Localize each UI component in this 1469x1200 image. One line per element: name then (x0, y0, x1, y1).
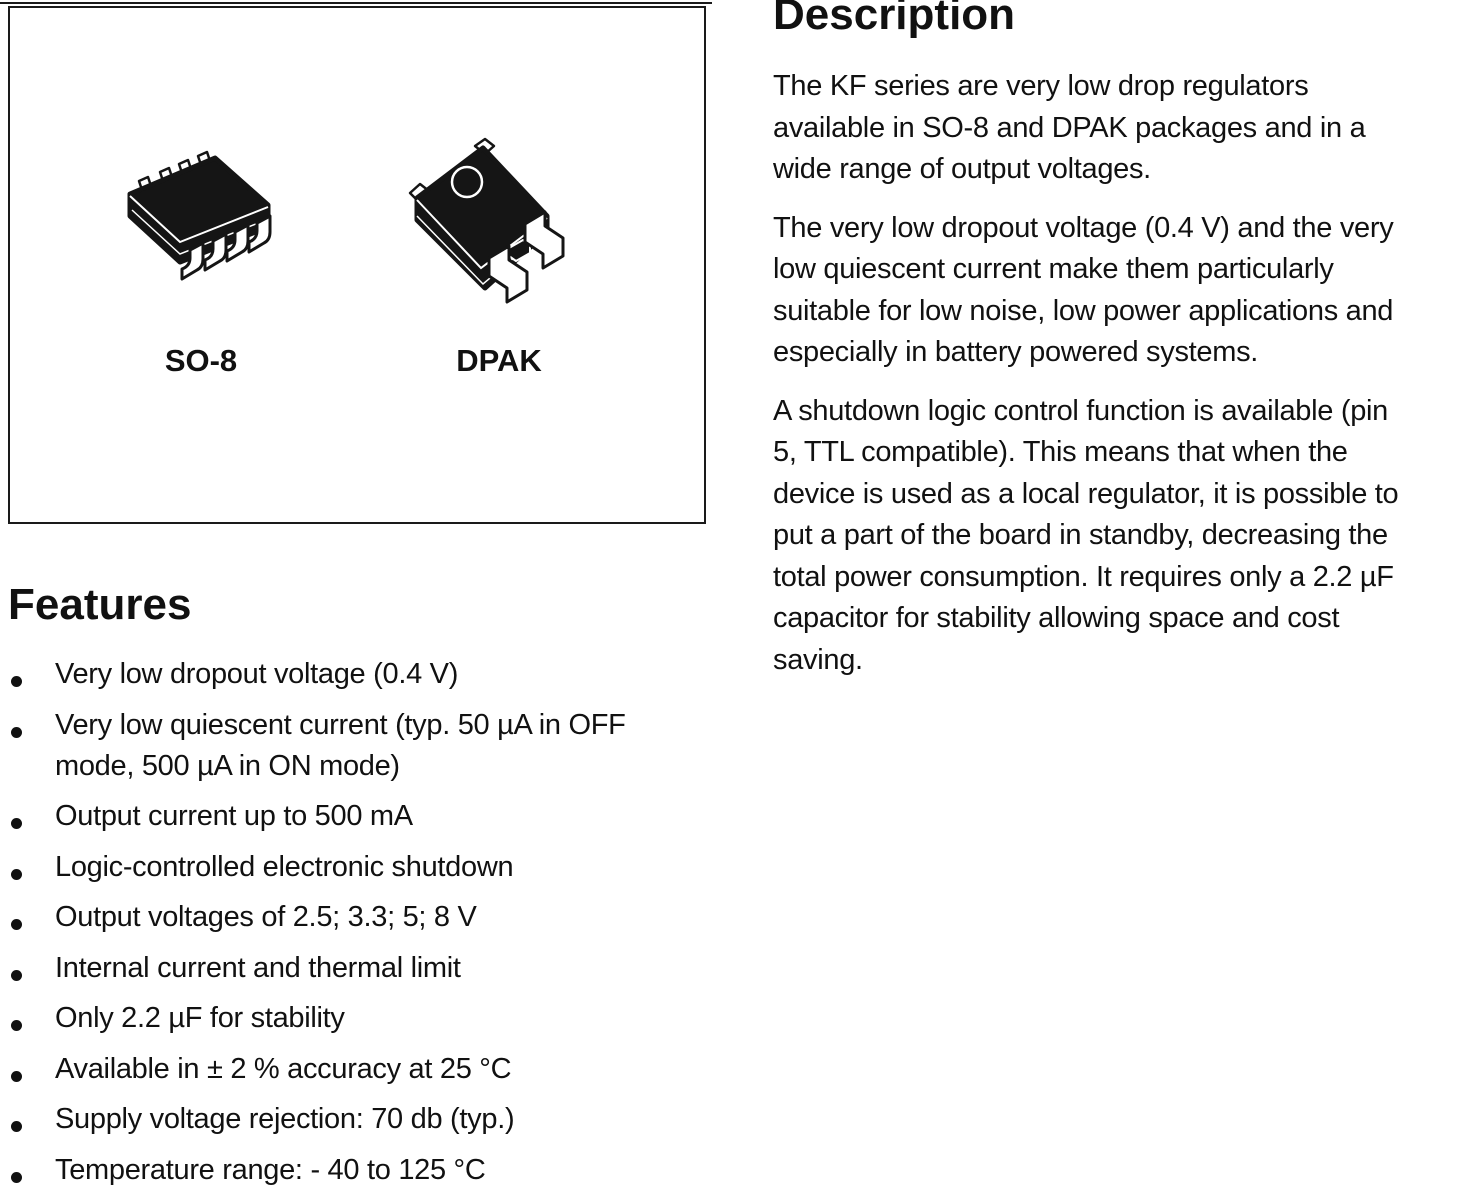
feature-item: Output voltages of 2.5; 3.3; 5; 8 V (8, 897, 718, 938)
feature-item: Available in ± 2 % accuracy at 25 °C (8, 1049, 718, 1090)
bullet-icon (11, 1171, 22, 1183)
bullet-icon (11, 1020, 22, 1031)
feature-item: Logic-controlled electronic shutdown (8, 847, 718, 888)
feature-item: Output current up to 500 mA (8, 796, 718, 837)
description-paragraph: A shutdown logic control function is ava… (773, 394, 1399, 676)
feature-item: Supply voltage rejection: 70 db (typ.) (8, 1099, 718, 1140)
feature-item: Temperature range: - 40 to 125 °C (8, 1150, 718, 1191)
feature-item-text: Internal current and thermal limit (55, 951, 461, 984)
dpak-package-icon (408, 137, 565, 304)
description-section: Description The KF series are very low d… (773, 0, 1469, 698)
feature-item-text: Available in ± 2 % accuracy at 25 °C (55, 1052, 512, 1085)
bullet-icon (11, 868, 22, 880)
top-border-line (0, 2, 712, 4)
feature-item: Internal current and thermal limit (8, 948, 718, 989)
feature-item-text: Output voltages of 2.5; 3.3; 5; 8 V (55, 901, 477, 933)
description-heading: Description (773, 0, 1016, 39)
dpak-package-label: DPAK (456, 343, 542, 378)
dpak-leads (487, 210, 565, 304)
so8-front-leads (180, 214, 272, 281)
feature-item: Only 2.2 µF for stability (8, 998, 718, 1039)
bullet-icon (11, 1121, 22, 1132)
bullet-icon (11, 969, 22, 981)
features-list: Very low dropout voltage (0.4 V) Very low… (8, 654, 718, 1200)
description-paragraph: The very low dropout voltage (0.4 V) and… (773, 211, 1394, 369)
package-drawings-box: SO-8 DPAK (8, 6, 706, 524)
feature-item: Very low quiescent current (typ. 50 µA i… (8, 705, 718, 787)
description-paragraphs: The KF series are very low drop regulato… (773, 66, 1469, 681)
features-heading: Features (8, 580, 192, 629)
bullet-icon (11, 1070, 22, 1082)
bullet-icon (11, 919, 22, 930)
bullet-icon (11, 676, 22, 687)
feature-item-text: Only 2.2 µF for stability (55, 1002, 345, 1034)
so8-top-edge-line (129, 195, 269, 244)
dpak-circle-mark (450, 165, 484, 199)
feature-item-text: Temperature range: - 40 to 125 °C (55, 1153, 486, 1186)
feature-item-text: Output current up to 500 mA (55, 800, 413, 832)
feature-item-text: Very low quiescent current (typ. 50 µA i… (55, 708, 626, 782)
so8-package-icon (127, 150, 272, 281)
bullet-icon (11, 818, 22, 829)
so8-package-label: SO-8 (164, 343, 238, 378)
bullet-icon (11, 726, 22, 738)
feature-item-text: Very low dropout voltage (0.4 V) (55, 658, 459, 690)
feature-item-text: Logic-controlled electronic shutdown (55, 850, 514, 883)
feature-item-text: Supply voltage rejection: 70 db (typ.) (55, 1103, 515, 1135)
feature-item: Very low dropout voltage (0.4 V) (8, 654, 718, 695)
description-paragraph: The KF series are very low drop regulato… (773, 70, 1366, 185)
